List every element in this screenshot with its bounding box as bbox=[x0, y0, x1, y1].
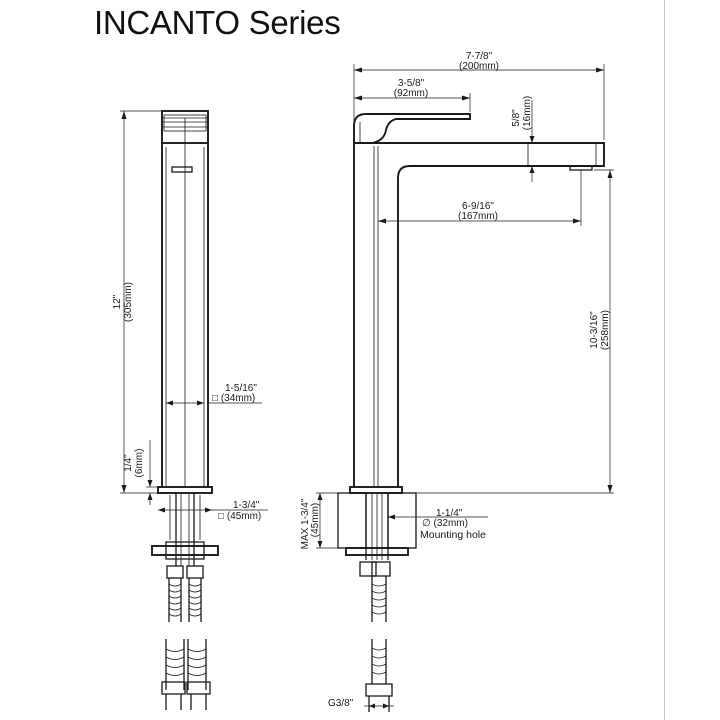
front-hose-nut-right bbox=[186, 565, 204, 579]
countertop-left-section bbox=[337, 492, 367, 549]
total-height-mm-label: (305mm) bbox=[123, 282, 134, 322]
side-dimensions bbox=[316, 64, 614, 709]
side-hose-nut-right bbox=[371, 561, 391, 577]
side-aerator bbox=[569, 165, 593, 171]
body-width-mm-label: □ (34mm) bbox=[212, 393, 255, 404]
spout-height-mm-label: (258mm) bbox=[600, 310, 611, 350]
body-width-in-label: 1-5/16" bbox=[225, 383, 257, 394]
hole-dia-in-label: 1-1/4" bbox=[436, 508, 463, 519]
spout-reach-in-label: 6-9/16" bbox=[462, 201, 494, 212]
side-hose-nut-left bbox=[359, 561, 377, 577]
connection-size-label: G3/8" bbox=[328, 698, 354, 709]
front-base-plate bbox=[157, 486, 213, 494]
side-view bbox=[337, 113, 605, 712]
handle-height-mm-label: (16mm) bbox=[522, 96, 533, 130]
front-mounting-bracket bbox=[151, 545, 219, 556]
overall-reach-in-label: 7-7/8" bbox=[466, 51, 493, 62]
total-height-in-label: 12" bbox=[112, 294, 123, 309]
side-spout-outline bbox=[354, 142, 605, 487]
handle-reach-mm-label: (92mm) bbox=[394, 88, 428, 99]
spout-height-in-label: 10-3/16" bbox=[589, 311, 600, 349]
side-mounting-nut bbox=[345, 547, 409, 556]
base-width-in-label: 1-3/4" bbox=[233, 500, 260, 511]
base-gap-in-label: 1/4" bbox=[123, 454, 134, 472]
hole-dia-mm-label: ∅ (32mm) bbox=[422, 518, 468, 529]
front-aerator bbox=[171, 166, 193, 173]
front-fitting-right bbox=[186, 681, 211, 695]
handle-reach-in-label: 3-5/8" bbox=[398, 78, 425, 89]
page-border-line bbox=[664, 0, 665, 720]
deck-thickness-mm-label: (45mm) bbox=[310, 503, 321, 537]
front-hose-nut-left bbox=[166, 565, 184, 579]
front-fitting-left bbox=[161, 681, 186, 695]
page-title: INCANTO Series bbox=[94, 4, 341, 41]
overall-reach-mm-label: (200mm) bbox=[459, 61, 499, 72]
mounting-hole-label: Mounting hole bbox=[420, 529, 486, 541]
base-gap-mm-label: (6mm) bbox=[134, 449, 145, 478]
handle-height-in-label: 5/8" bbox=[511, 109, 522, 127]
front-view bbox=[151, 110, 219, 710]
side-base-plate bbox=[349, 486, 403, 494]
side-fitting bbox=[365, 683, 393, 697]
side-handle-lever bbox=[353, 113, 471, 144]
base-width-mm-label: □ (45mm) bbox=[218, 511, 261, 522]
front-dimensions bbox=[120, 110, 268, 513]
deck-thickness-in-label: MAX 1-3/4" bbox=[300, 498, 311, 549]
spout-reach-mm-label: (167mm) bbox=[458, 211, 498, 222]
countertop-right-section bbox=[387, 492, 417, 549]
